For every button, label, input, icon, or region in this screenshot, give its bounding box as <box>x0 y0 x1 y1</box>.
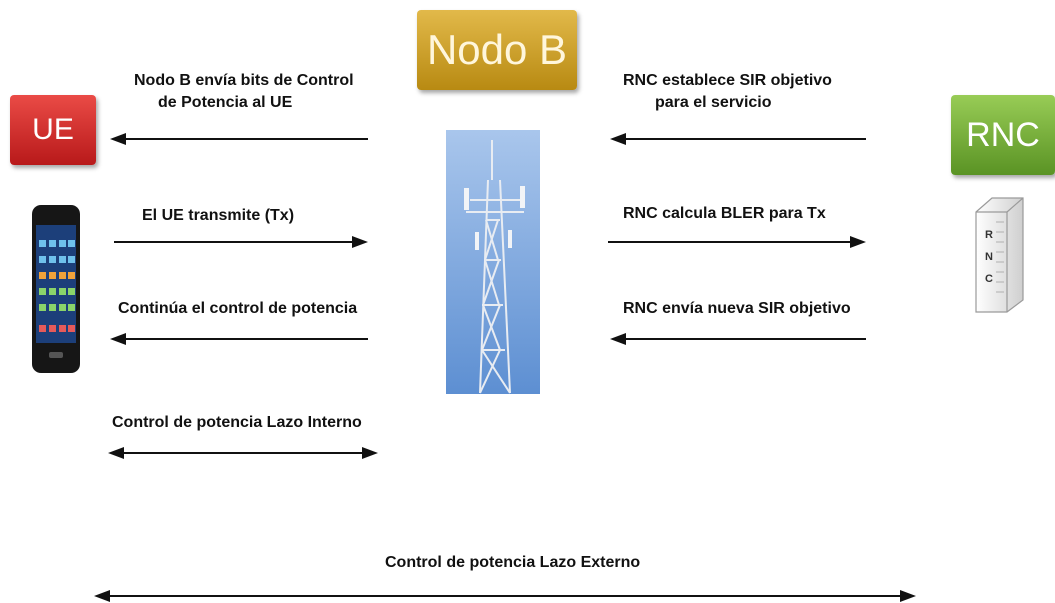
label-new-sir: RNC envía nueva SIR objetivo <box>623 300 851 317</box>
arrow-ue-tx-to-node-b <box>114 236 368 248</box>
server-letter: C <box>985 273 993 285</box>
arrow-new-sir-to-node-b <box>610 333 866 345</box>
arrow-sir-target-to-node-b <box>610 133 866 145</box>
label-line: RNC establece SIR objetivo <box>623 72 832 89</box>
phone-image <box>32 205 80 373</box>
label-power-bits: Nodo B envía bits de Control de Potencia… <box>134 70 354 114</box>
node-b-box: Nodo B <box>417 10 577 90</box>
label-ue-tx: El UE transmite (Tx) <box>142 207 295 224</box>
arrow-bler-to-rnc <box>608 236 866 248</box>
label-inner-loop: Control de potencia Lazo Interno <box>112 414 362 431</box>
rnc-server-image: R N C <box>975 197 1024 313</box>
label-line: de Potencia al UE <box>158 94 293 111</box>
label-line: para el servicio <box>655 94 772 111</box>
rnc-box: RNC <box>951 95 1055 175</box>
server-letter: N <box>985 251 993 263</box>
server-letter: R <box>985 229 993 241</box>
arrow-outer-loop <box>94 590 916 602</box>
arrow-inner-loop <box>108 447 378 459</box>
arrow-continue-control-to-ue <box>110 333 368 345</box>
cell-tower-image <box>446 130 540 394</box>
arrow-power-bits-to-ue <box>110 133 368 145</box>
label-bler: RNC calcula BLER para Tx <box>623 205 826 222</box>
label-continue-control: Continúa el control de potencia <box>118 300 358 317</box>
label-sir-target: RNC establece SIR objetivo para el servi… <box>623 70 832 114</box>
label-outer-loop: Control de potencia Lazo Externo <box>385 554 641 571</box>
ue-box: UE <box>10 95 96 165</box>
label-line: Nodo B envía bits de Control <box>134 72 354 89</box>
